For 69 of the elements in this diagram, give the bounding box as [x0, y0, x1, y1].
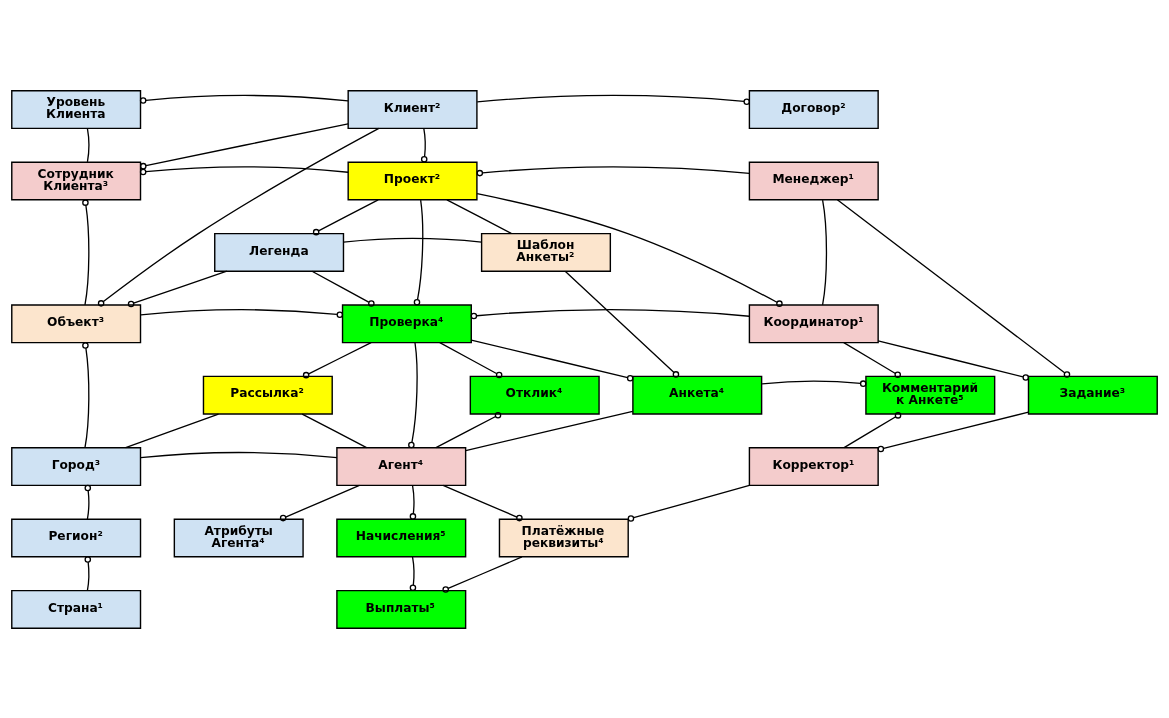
node-box: Платёжные реквизиты⁴ [498, 518, 629, 558]
connector [279, 484, 361, 521]
connector [843, 341, 901, 378]
connector [342, 237, 483, 243]
node-box: Агент⁴ [336, 446, 467, 486]
connector [877, 411, 1030, 452]
node-box: Сотрудник Клиента³ [11, 160, 142, 200]
node-box: Договор² [748, 89, 879, 129]
connector [139, 122, 349, 169]
node-box: Шаблон Анкеты² [480, 232, 612, 272]
connector [446, 198, 512, 234]
node-box: Страна¹ [11, 589, 142, 629]
connector [84, 555, 92, 591]
connector [439, 341, 503, 378]
node-box: Объект³ [11, 303, 142, 343]
connector [476, 94, 750, 105]
connector [312, 198, 379, 235]
node-box: Менеджер¹ [748, 160, 879, 200]
connector [470, 308, 750, 319]
connector [627, 484, 751, 522]
connector [97, 127, 380, 307]
connector [139, 94, 349, 104]
node-box: Корректор¹ [748, 446, 879, 486]
connector [84, 484, 92, 520]
connector [476, 192, 783, 307]
node-box: Уровень Клиента [11, 89, 142, 129]
connector [470, 339, 634, 381]
connector [125, 412, 220, 448]
node-box: Регион² [11, 518, 142, 558]
node-box: Выплаты⁵ [336, 589, 467, 629]
node-box: Легенда [214, 232, 345, 272]
connector [843, 411, 902, 448]
connector [836, 198, 1071, 378]
node-box: Координатор¹ [748, 303, 879, 343]
connector [409, 484, 417, 520]
connector [442, 484, 523, 521]
connector [140, 308, 344, 318]
connector [465, 410, 634, 451]
node-box: Рассылка² [202, 375, 333, 415]
node-box: Комментарий к Анкете⁵ [865, 375, 996, 415]
node-box: Начисления⁵ [336, 518, 467, 558]
connector [435, 411, 502, 448]
connector [301, 412, 368, 448]
connector [877, 339, 1030, 381]
connector [761, 379, 867, 387]
connector [564, 270, 680, 378]
node-box: Проверка⁴ [341, 303, 472, 343]
connector [409, 555, 417, 591]
node-box: Проект² [347, 160, 478, 200]
node-box: Город³ [11, 446, 142, 486]
connector [408, 341, 418, 448]
connector [127, 270, 228, 307]
connector [311, 270, 375, 307]
connector [821, 198, 828, 305]
connector [82, 198, 90, 305]
node-box: Анкета⁴ [632, 375, 763, 415]
node-box: Отклик⁴ [469, 375, 600, 415]
connector [442, 555, 523, 593]
node-box: Клиент² [347, 89, 478, 129]
connector [302, 341, 372, 378]
connector [476, 165, 750, 176]
connector [139, 451, 338, 458]
connector [413, 198, 424, 305]
connector [139, 165, 349, 175]
node-box: Задание³ [1027, 375, 1158, 415]
connector [86, 127, 90, 163]
connector [82, 341, 90, 448]
node-box: Атрибуты Агента⁴ [173, 518, 304, 558]
connector [420, 127, 428, 163]
